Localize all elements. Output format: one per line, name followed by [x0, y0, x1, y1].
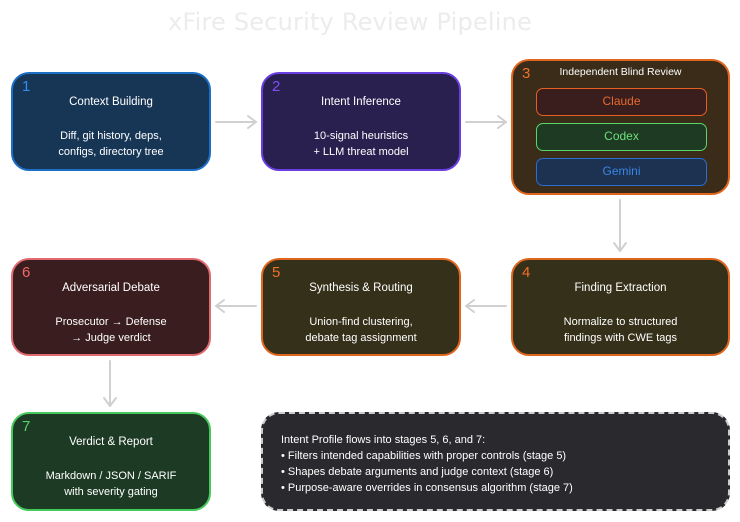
model-codex: Codex: [536, 123, 707, 151]
note-bullet: • Filters intended capabilities with pro…: [281, 450, 567, 462]
stage-7-verdict-report: 7 Verdict & Report Markdown / JSON / SAR…: [11, 412, 211, 511]
arrow-5-to-6: [215, 299, 257, 313]
stage-description: Normalize to structured findings with CW…: [563, 316, 678, 344]
stage-name: Verdict & Report: [69, 436, 153, 448]
diagram-title: xFire Security Review Pipeline: [167, 8, 533, 36]
stage-name: Context Building: [69, 96, 153, 108]
stage-name: Independent Blind Review: [559, 66, 682, 78]
stage-description: Union-find clustering, debate tag assign…: [305, 316, 417, 344]
note-heading: Intent Profile flows into stages 5, 6, a…: [281, 434, 486, 446]
stage-name: Synthesis & Routing: [309, 282, 413, 294]
stage-3-independent-blind-review: 3 Independent Blind Review Claude Codex …: [511, 59, 730, 195]
stage-number: 3: [522, 65, 531, 82]
stage-6-adversarial-debate: 6 Adversarial Debate Prosecutor → Defens…: [11, 258, 211, 356]
stage-2-intent-inference: 2 Intent Inference 10-signal heuristics …: [261, 72, 461, 171]
stage-4-finding-extraction: 4 Finding Extraction Normalize to struct…: [511, 258, 730, 356]
arrow-4-to-5: [465, 299, 507, 313]
intent-profile-note: Intent Profile flows into stages 5, 6, a…: [261, 412, 730, 511]
stage-number: 5: [272, 264, 281, 281]
model-gemini: Gemini: [536, 158, 707, 186]
stage-name: Intent Inference: [321, 96, 401, 108]
note-bullet: • Shapes debate arguments and judge cont…: [281, 466, 554, 478]
stage-description: Diff, git history, deps, configs, direct…: [58, 130, 164, 158]
stage-number: 4: [522, 264, 531, 281]
stage-description: Prosecutor → Defense → Judge verdict: [55, 316, 167, 344]
arrow-6-to-7: [103, 360, 117, 407]
stage-number: 2: [272, 78, 281, 95]
model-claude: Claude: [536, 88, 707, 116]
arrow-3-to-4: [613, 199, 627, 252]
arrow-2-to-3: [465, 115, 507, 129]
note-bullet: • Purpose-aware overrides in consensus a…: [281, 482, 573, 494]
stage-1-context-building: 1 Context Building Diff, git history, de…: [11, 72, 211, 171]
stage-number: 1: [22, 78, 31, 95]
stage-name: Adversarial Debate: [62, 282, 160, 294]
stage-description: Markdown / JSON / SARIF with severity ga…: [45, 470, 177, 498]
note-bullets: • Filters intended capabilities with pro…: [281, 448, 728, 496]
arrow-1-to-2: [215, 115, 257, 129]
stage-name: Finding Extraction: [574, 282, 667, 294]
stage-number: 6: [22, 264, 31, 281]
stage-description: 10-signal heuristics + LLM threat model: [313, 130, 409, 158]
stage-number: 7: [22, 418, 31, 435]
stage-5-synthesis-routing: 5 Synthesis & Routing Union-find cluster…: [261, 258, 461, 356]
